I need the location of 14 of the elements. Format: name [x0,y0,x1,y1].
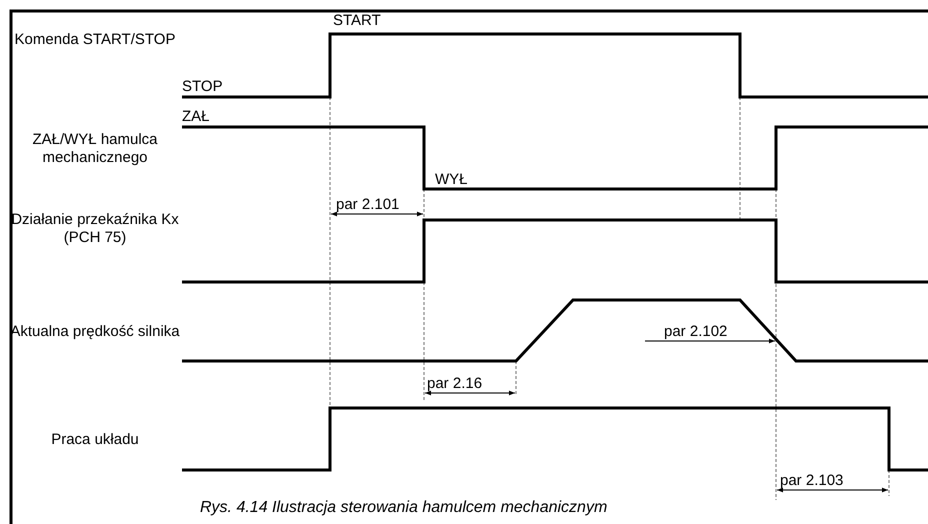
state-label: WYŁ [435,171,468,189]
signal-name: ZAŁ/WYŁ hamulca mechanicznego [31,131,159,167]
parameter-label: par 2.16 [427,375,482,393]
signal-name: Działanie przekaźnika Kx (PCH 75) [10,211,180,247]
state-label: STOP [182,78,223,96]
parameter-label: par 2.103 [780,472,844,490]
state-label: ZAŁ [182,108,210,126]
signal-name: Aktualna prędkość silnika [10,323,180,341]
state-label: START [333,12,381,30]
parameter-label: par 2.101 [336,196,400,214]
signal-name: Komenda START/STOP [14,31,176,49]
signal-name: Praca układu [50,431,140,449]
figure-caption: Rys. 4.14 Ilustracja sterowania hamulcem mechanicznym [200,499,608,517]
parameter-label: par 2.102 [664,323,728,341]
